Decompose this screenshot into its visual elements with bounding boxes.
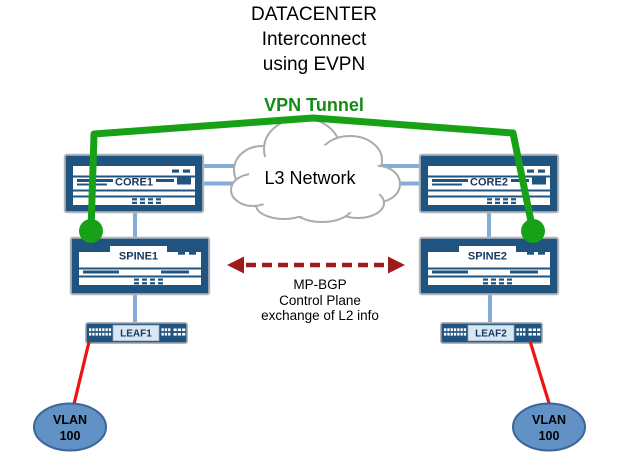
vlan100-left: VLAN 100 [33, 402, 107, 452]
mp-bgp-label: MP-BGP Control Plane exchange of L2 info [261, 277, 379, 323]
leaf1-ports-left [89, 328, 112, 336]
leaf2-vlan-link [528, 340, 551, 404]
vpn-tunnel-path [87, 114, 537, 235]
core2-label: CORE2 [470, 177, 508, 189]
vlan100-left-name: VLAN [53, 413, 87, 427]
vlan100-right: VLAN 100 [512, 402, 586, 452]
core2-port-dots [487, 198, 516, 204]
mp-bgp-arrowhead-left [227, 256, 244, 274]
vpn-tunnel-endpoint-left [79, 219, 103, 243]
vlan100-right-id: 100 [539, 429, 560, 443]
mp-bgp-arrow [227, 256, 405, 274]
spine2-label: SPINE2 [468, 251, 507, 263]
vlan100-left-id: 100 [60, 429, 81, 443]
leaf2-ports-right [516, 328, 541, 336]
spine2-switch: SPINE2 [418, 236, 560, 296]
leaf1-switch: LEAF1 [85, 322, 189, 344]
mp-bgp-arrowhead-right [388, 256, 405, 274]
vpn-tunnel-endpoint-right [521, 219, 545, 243]
vlan100-right-name: VLAN [532, 413, 566, 427]
core2-switch: CORE2 [418, 153, 560, 214]
leaf2-switch: LEAF2 [440, 322, 544, 344]
diagram-title: DATACENTER Interconnect using EVPN [251, 4, 377, 75]
core1-port-dots [132, 198, 161, 204]
leaf1-ports-right [161, 328, 186, 336]
leaf1-vlan-link [72, 341, 91, 405]
leaf2-label: LEAF2 [475, 329, 507, 340]
core1-switch: CORE1 [63, 153, 205, 214]
core1-label: CORE1 [115, 177, 153, 189]
leaf2-ports-left [444, 328, 467, 336]
vpn-tunnel-label: VPN Tunnel [264, 95, 364, 115]
spine2-port-dots [483, 278, 512, 285]
l3-network-label: L3 Network [264, 168, 356, 188]
leaf1-label: LEAF1 [120, 329, 152, 340]
l3-network-cloud [230, 117, 401, 223]
vpn-tunnel-line [79, 114, 545, 243]
spine1-switch: SPINE1 [69, 236, 211, 296]
spine1-port-dots [134, 278, 163, 285]
spine1-label: SPINE1 [119, 251, 158, 263]
